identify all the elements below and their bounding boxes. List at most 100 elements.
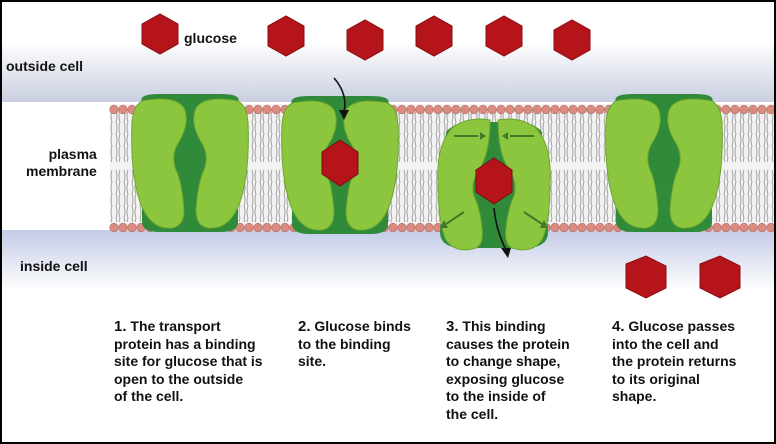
inside-cell-label: inside cell <box>20 258 88 274</box>
lipid-head <box>595 104 605 115</box>
lipid-head <box>442 104 452 115</box>
lipid-head <box>712 222 722 233</box>
lipid-head <box>604 222 614 233</box>
glucose-molecule <box>485 15 523 57</box>
glucose-label: glucose <box>184 30 237 46</box>
binding-arrow <box>333 77 349 120</box>
lipid-head <box>550 104 560 115</box>
lipid-head <box>568 222 578 233</box>
lipid-head <box>496 104 506 115</box>
lipid-head <box>262 222 272 233</box>
lipid-head <box>505 104 515 115</box>
step-caption-3: 3. This binding causes the protein to ch… <box>446 318 604 423</box>
lipid-head <box>271 104 281 115</box>
lipid-head <box>127 222 137 233</box>
caption-line: 4. Glucose passes <box>612 318 772 336</box>
caption-text: Glucose binds <box>314 318 411 334</box>
caption-line: to change shape, <box>446 353 561 369</box>
lipid-head <box>559 104 569 115</box>
caption-line: site for glucose that is <box>114 353 263 369</box>
lipid-head <box>118 222 128 233</box>
lipid-head <box>424 222 434 233</box>
lipid-head <box>109 222 119 233</box>
lipid-head <box>757 222 767 233</box>
caption-line: exposing glucose <box>446 370 565 387</box>
lipid-head <box>721 222 731 233</box>
lipid-head <box>253 222 263 233</box>
caption-line: into the cell and <box>612 335 719 352</box>
caption-line: shape. <box>612 388 657 404</box>
lipid-head <box>415 104 425 115</box>
release-arrow <box>493 207 511 258</box>
lipid-head <box>478 104 488 115</box>
caption-line: of the cell. <box>114 388 184 404</box>
lipid-head <box>244 222 254 233</box>
lipid-head <box>424 104 434 115</box>
step-number: 3. <box>446 318 459 335</box>
lipid-head <box>397 104 407 115</box>
lipid-head <box>568 104 578 115</box>
plasma-membrane-label-line: membrane <box>26 163 97 179</box>
glucose-molecule <box>415 15 453 57</box>
step-caption-4: 4. Glucose passes into the cell and the … <box>612 318 772 406</box>
lipid-head <box>469 104 479 115</box>
transport-protein-1 <box>131 94 249 232</box>
lipid-head <box>523 104 533 115</box>
glucose-molecule <box>267 15 305 57</box>
caption-line: 1. The transport <box>114 318 292 336</box>
lipid-head <box>271 222 281 233</box>
caption-line: protein has a binding <box>114 335 256 352</box>
lipid-head <box>406 222 416 233</box>
lipid-head <box>532 104 542 115</box>
lipid-head <box>397 222 407 233</box>
lipid-head <box>766 104 774 115</box>
caption-line: to the inside of <box>446 388 546 404</box>
caption-text: Glucose passes <box>628 318 736 334</box>
lipid-head <box>586 222 596 233</box>
lipid-head <box>730 104 740 115</box>
transport-protein-4 <box>605 94 723 232</box>
lipid-head <box>766 222 774 233</box>
caption-line: to its original <box>612 370 700 387</box>
step-number: 1. <box>114 318 127 335</box>
lipid-head <box>253 104 263 115</box>
lipid-head <box>739 222 749 233</box>
lipid-head <box>514 104 524 115</box>
lipid-head <box>595 222 605 233</box>
plasma-membrane-label-line: plasma <box>48 146 97 162</box>
caption-line: to the binding <box>298 335 391 352</box>
caption-line: the protein returns <box>612 353 737 369</box>
lipid-head <box>118 104 128 115</box>
transport-protein-3 <box>437 118 551 251</box>
caption-line: the cell. <box>446 405 499 422</box>
lipid-head <box>406 104 416 115</box>
glucose-molecule <box>699 255 741 299</box>
caption-text: This binding <box>462 318 546 334</box>
caption-line: 2. Glucose binds <box>298 318 440 336</box>
lipid-head <box>757 104 767 115</box>
lipid-head <box>109 104 119 115</box>
caption-line: site. <box>298 353 327 369</box>
lipid-head <box>748 104 758 115</box>
glucose-molecules-inside <box>625 255 741 299</box>
caption-line: 3. This binding <box>446 318 604 336</box>
lipid-head <box>730 222 740 233</box>
lipid-head <box>262 104 272 115</box>
step-caption-1: 1. The transport protein has a binding s… <box>114 318 292 406</box>
lipid-head <box>577 222 587 233</box>
lipid-head <box>559 222 569 233</box>
lipid-head <box>550 222 560 233</box>
outside-cell-region <box>2 42 774 102</box>
lipid-head <box>739 104 749 115</box>
lipid-head <box>415 222 425 233</box>
lipid-head <box>577 104 587 115</box>
lipid-head <box>433 104 443 115</box>
glucose-molecule <box>346 19 384 61</box>
lipid-head <box>586 104 596 115</box>
lipid-head <box>280 222 290 233</box>
lipid-head <box>388 222 398 233</box>
caption-text: The transport <box>130 318 221 334</box>
lipid-head <box>748 222 758 233</box>
